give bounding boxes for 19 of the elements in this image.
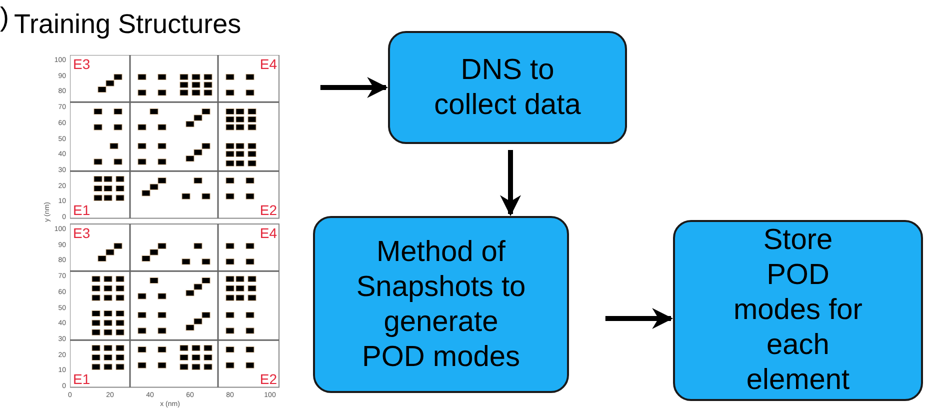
element-label: E1: [73, 203, 90, 217]
element-label: E2: [260, 203, 277, 217]
panel-letter: ): [0, 2, 9, 32]
box-text: Store POD modes for each element: [733, 223, 863, 398]
element-label: E4: [260, 56, 277, 71]
arrow: [320, 77, 388, 98]
process-box: [673, 220, 923, 401]
arrow: [605, 308, 674, 329]
element-label: E3: [73, 226, 90, 240]
process-box: [313, 216, 569, 393]
box-text: DNS to collect data: [433, 52, 582, 122]
title: Training Structures: [14, 8, 242, 40]
process-box: [388, 31, 627, 144]
element-label: E3: [73, 56, 90, 71]
element-label: E1: [73, 372, 90, 386]
box-text: Method of Snapshots to generate POD modes: [355, 234, 527, 374]
element-label: E4: [260, 226, 277, 240]
element-label: E2: [260, 372, 277, 386]
arrow: [500, 150, 521, 216]
